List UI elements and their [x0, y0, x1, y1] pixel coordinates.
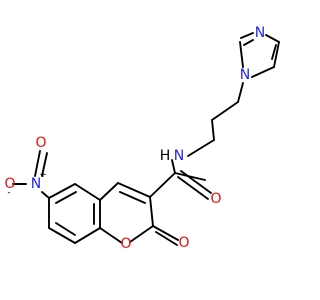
amide-h-label: H — [160, 148, 171, 164]
bond — [239, 41, 244, 68]
bond — [177, 176, 209, 200]
bond — [187, 139, 215, 157]
bond — [99, 227, 123, 244]
bond — [119, 191, 146, 204]
bond — [211, 101, 239, 121]
bond — [240, 32, 254, 39]
bond — [211, 119, 215, 141]
bond — [251, 66, 275, 78]
lactone-o-label: O — [178, 235, 189, 251]
molecule-structure: N N N H O N + O O - O O — [4, 25, 280, 252]
bond — [149, 196, 154, 227]
bond — [273, 41, 280, 68]
bond — [117, 182, 151, 198]
bond — [155, 231, 178, 246]
bond — [171, 159, 176, 174]
propyl-chain — [187, 82, 244, 157]
structure-canvas: N N N H O N + O O - O O — [4, 25, 280, 252]
bond — [237, 82, 244, 103]
bond — [55, 191, 77, 204]
nitro-n-label: N — [31, 176, 41, 192]
bond — [152, 225, 179, 241]
bond — [243, 39, 254, 46]
nitro-o-charge: - — [7, 188, 10, 198]
bond — [41, 191, 50, 199]
amide-o-label: O — [210, 191, 221, 207]
bond — [265, 34, 280, 43]
benzene-ring — [48, 183, 101, 244]
bond — [48, 227, 76, 244]
bond — [55, 222, 76, 236]
amide-n-label: N — [174, 148, 184, 164]
bond — [180, 170, 212, 194]
nitro-n-charge: + — [39, 170, 47, 180]
bond — [48, 183, 76, 199]
bond — [99, 182, 119, 201]
bond — [74, 227, 101, 244]
nitro-group — [12, 150, 50, 199]
bond — [149, 172, 176, 198]
bond — [34, 150, 41, 177]
bond — [41, 152, 48, 177]
imidazole-n3-label: N — [255, 25, 265, 41]
bond — [129, 225, 154, 243]
ring-o-label: O — [120, 236, 131, 252]
nitro-o-minus-label: O — [4, 176, 15, 192]
nitro-o-label: O — [35, 135, 46, 151]
imidazole-ring — [239, 32, 280, 78]
bond — [74, 183, 101, 201]
amide-group — [149, 159, 212, 200]
imidazole-n1-label: N — [240, 67, 250, 83]
bond — [271, 44, 277, 60]
pyranone-ring — [99, 182, 179, 246]
